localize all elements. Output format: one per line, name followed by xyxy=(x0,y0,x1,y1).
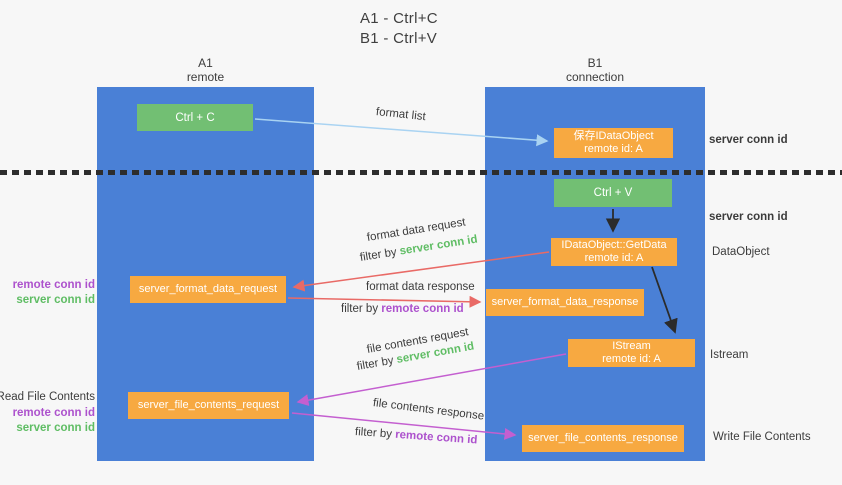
lane-b1-role: connection xyxy=(565,70,625,84)
server-file-contents-response-box: server_file_contents_response xyxy=(522,425,684,452)
remote-conn-id-label: remote conn id xyxy=(12,279,95,291)
save-idataobject-line2: remote id: A xyxy=(584,143,643,155)
format-response-label: server_format_data_response xyxy=(491,296,639,308)
server-conn-id-label: server conn id xyxy=(16,422,95,434)
filter-by-text: filter by xyxy=(341,303,382,315)
istream-side-label: Istream xyxy=(710,349,749,361)
filter-by-text: filter by xyxy=(354,426,396,441)
istream-line1: IStream xyxy=(612,340,651,352)
remote-conn-id-key: remote conn id xyxy=(381,303,464,315)
server-conn-id-top-label: server conn id xyxy=(709,134,788,146)
file-request-label: server_file_contents_request xyxy=(137,399,280,411)
ctrl-c-box: Ctrl + C xyxy=(137,104,253,131)
server-format-data-response-box: server_format_data_response xyxy=(486,289,644,316)
file-response-label: server_file_contents_response xyxy=(528,432,678,444)
ctrl-v-box: Ctrl + V xyxy=(554,179,672,207)
getdata-line1: IDataObject::GetData xyxy=(561,239,667,251)
format-request-label: server_format_data_request xyxy=(138,283,278,295)
title-line-1: A1 - Ctrl+C xyxy=(360,10,438,27)
server-conn-id-label: server conn id xyxy=(16,294,95,306)
server-format-data-request-box: server_format_data_request xyxy=(130,276,286,303)
file-contents-response-label: file contents response xyxy=(372,397,485,423)
ctrl-c-label: Ctrl + C xyxy=(175,111,215,124)
ctrl-v-label: Ctrl + V xyxy=(593,187,633,199)
format-data-response-label: format data response xyxy=(366,281,475,293)
format-data-response-filter-label: filter by remote conn id xyxy=(341,303,464,315)
filter-by-text: filter by xyxy=(359,245,401,264)
server-conn-id-mid-label: server conn id xyxy=(709,211,788,223)
file-contents-response-filter-label: filter by remote conn id xyxy=(355,426,478,447)
left-conn-id-pair-file: remote conn id server conn id xyxy=(13,406,95,436)
format-list-label: format list xyxy=(375,106,427,124)
format-data-response-arrow xyxy=(287,295,482,308)
write-file-contents-label: Write File Contents xyxy=(713,431,811,443)
remote-conn-id-key: remote conn id xyxy=(394,428,478,447)
lane-a1-name: A1 xyxy=(198,56,213,70)
left-conn-id-pair-format: remote conn id server conn id xyxy=(13,278,95,308)
read-file-contents-label: Read File Contents xyxy=(0,391,95,403)
filter-by-text: filter by xyxy=(355,354,398,373)
lane-b1-name: B1 xyxy=(587,56,603,70)
dotted-separator-line xyxy=(0,170,842,175)
getdata-line2: remote id: A xyxy=(584,252,644,264)
istream-line2: remote id: A xyxy=(602,353,661,365)
save-idataobject-line1: 保存IDataObject xyxy=(573,130,654,142)
dataobject-label: DataObject xyxy=(712,246,770,258)
title-line-2: B1 - Ctrl+V xyxy=(360,30,438,47)
lane-a1-role: remote xyxy=(186,70,225,84)
server-file-contents-request-box: server_file_contents_request xyxy=(128,392,289,419)
remote-conn-id-label: remote conn id xyxy=(12,407,95,419)
diagram-title: A1 - Ctrl+C B1 - Ctrl+V xyxy=(360,9,438,49)
